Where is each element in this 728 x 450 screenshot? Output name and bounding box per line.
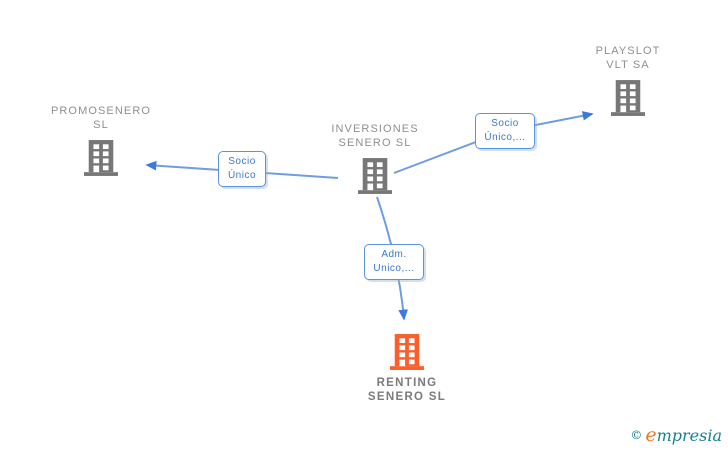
building-icon	[358, 157, 392, 195]
building-icon	[84, 139, 118, 177]
building-icon	[390, 333, 424, 371]
company-node-inversiones-senero[interactable]: INVERSIONES SENERO SL	[295, 122, 455, 195]
company-name-line1: PROMOSENERO	[50, 105, 152, 117]
company-name: RENTING SENERO SL	[368, 376, 446, 404]
company-node-renting-senero[interactable]: RENTING SENERO SL	[327, 333, 487, 404]
company-name: PLAYSLOT VLT SA	[596, 44, 661, 72]
company-name-line2: SENERO SL	[338, 137, 412, 149]
edge-label-socio-unico[interactable]: Socio Único	[218, 151, 266, 187]
company-name: INVERSIONES SENERO SL	[331, 122, 418, 150]
company-name-line1: INVERSIONES	[331, 123, 419, 135]
company-node-promosenero[interactable]: PROMOSENERO SL	[21, 104, 181, 177]
building-icon	[611, 79, 645, 117]
edge-label-adm-unico[interactable]: Adm. Unico,...	[364, 244, 424, 280]
company-name-line1: RENTING	[376, 377, 438, 389]
empresia-logo[interactable]: ©empresia	[630, 424, 722, 446]
brand-name: mpresia	[656, 426, 722, 445]
copyright-icon: ©	[630, 428, 643, 442]
edge-label-socio-unico-playslot[interactable]: Socio Único,...	[475, 113, 535, 149]
company-node-playslot-vlt[interactable]: PLAYSLOT VLT SA	[548, 44, 708, 117]
company-name-line1: PLAYSLOT	[595, 45, 661, 57]
company-name-line2: SENERO SL	[367, 391, 447, 403]
brand-initial: e	[645, 424, 657, 446]
company-name: PROMOSENERO SL	[51, 104, 151, 132]
company-name-line2: SL	[93, 119, 109, 131]
company-name-line2: VLT SA	[606, 59, 650, 71]
